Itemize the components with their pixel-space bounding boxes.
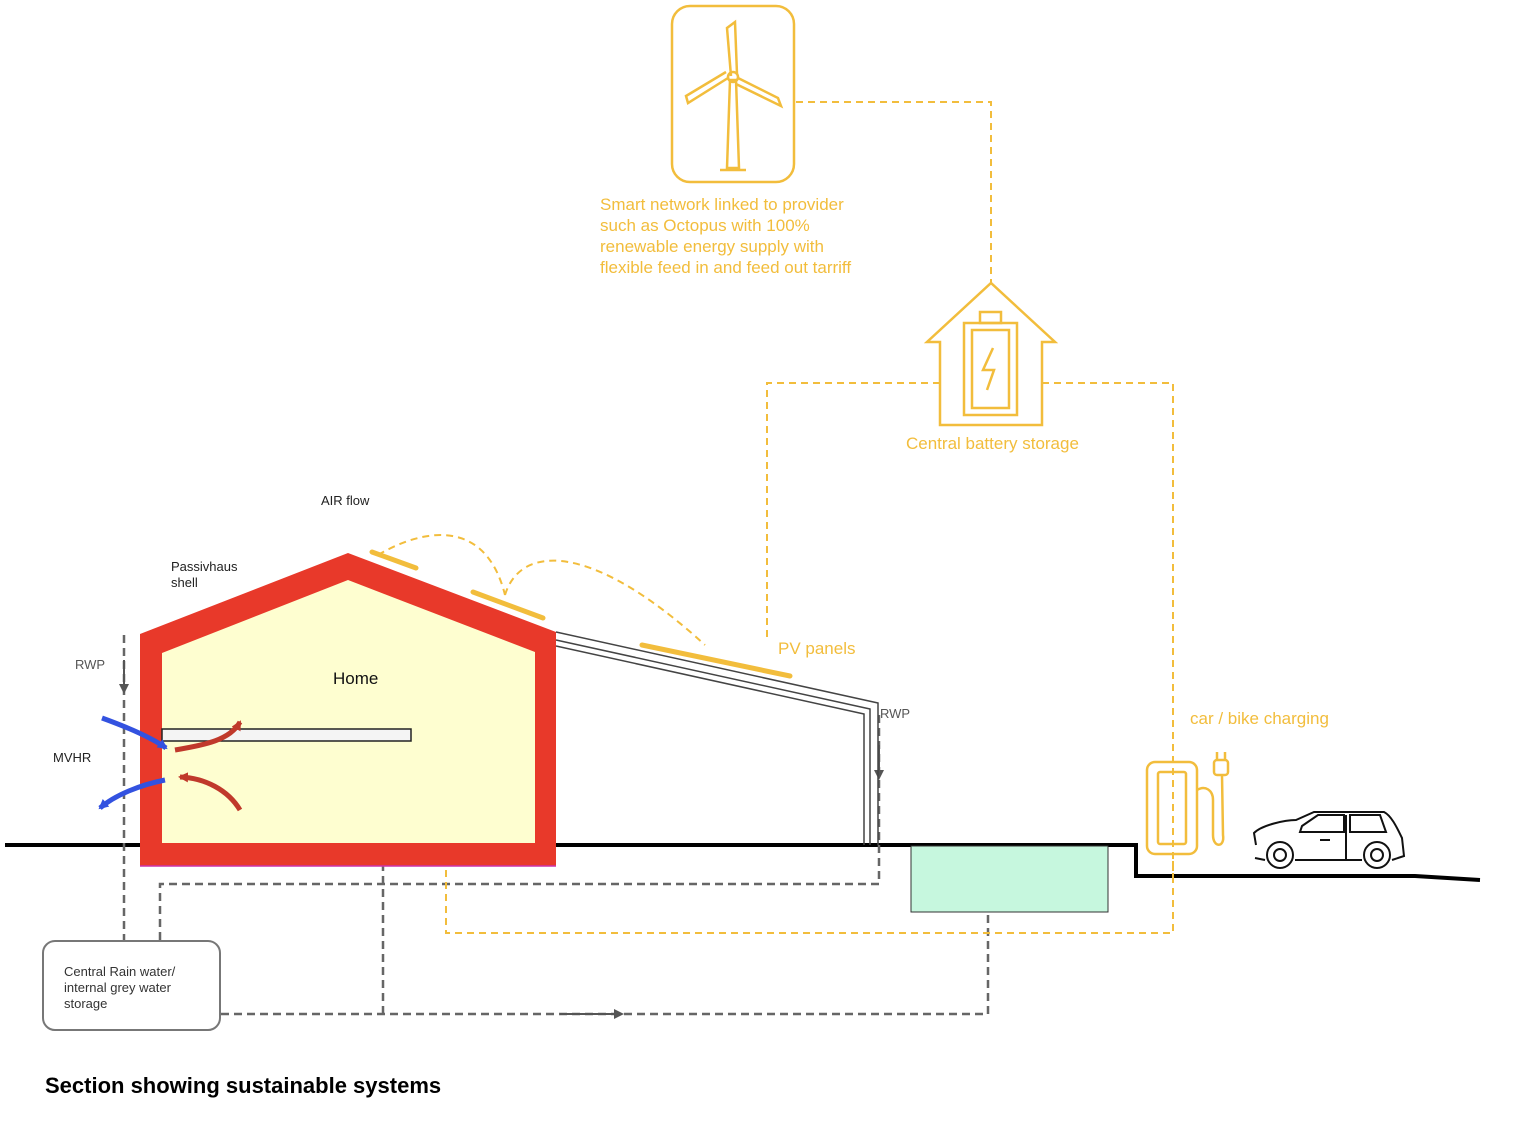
rainwater-pipes [122,635,990,1016]
passivhaus-shell [140,553,556,867]
passivhaus-shell-label: Passivhaus shell [171,559,238,590]
wind-turbine-icon [670,4,796,184]
underground-tank [910,845,1109,913]
mvhr-unit [161,728,412,742]
battery-house-icon [923,281,1059,427]
central-battery-label: Central battery storage [906,434,1079,453]
annex-structure [555,631,879,845]
rwp-right-label: RWP [880,706,911,721]
home-label: Home [333,669,379,688]
smart-network-label: Smart network linked to provider such as… [600,195,852,277]
pv-panels [369,549,793,679]
air-flow-label: AIR flow [321,493,370,508]
rain-storage-label: Central Rain water/ internal grey water … [64,964,176,1011]
pv-panels-label: PV panels [778,639,856,658]
diagram-caption: Section showing sustainable systems [45,1073,442,1098]
mvhr-label: MVHR [53,750,92,765]
car-icon [1252,811,1406,869]
ev-charger-icon [1145,752,1230,856]
air-flow-arrows [98,715,243,812]
ground-line [5,843,1481,882]
rwp-left-label: RWP [75,657,106,672]
energy-lines [377,101,1174,934]
car-charging-label: car / bike charging [1190,709,1329,728]
rain-storage-box [42,940,221,1031]
